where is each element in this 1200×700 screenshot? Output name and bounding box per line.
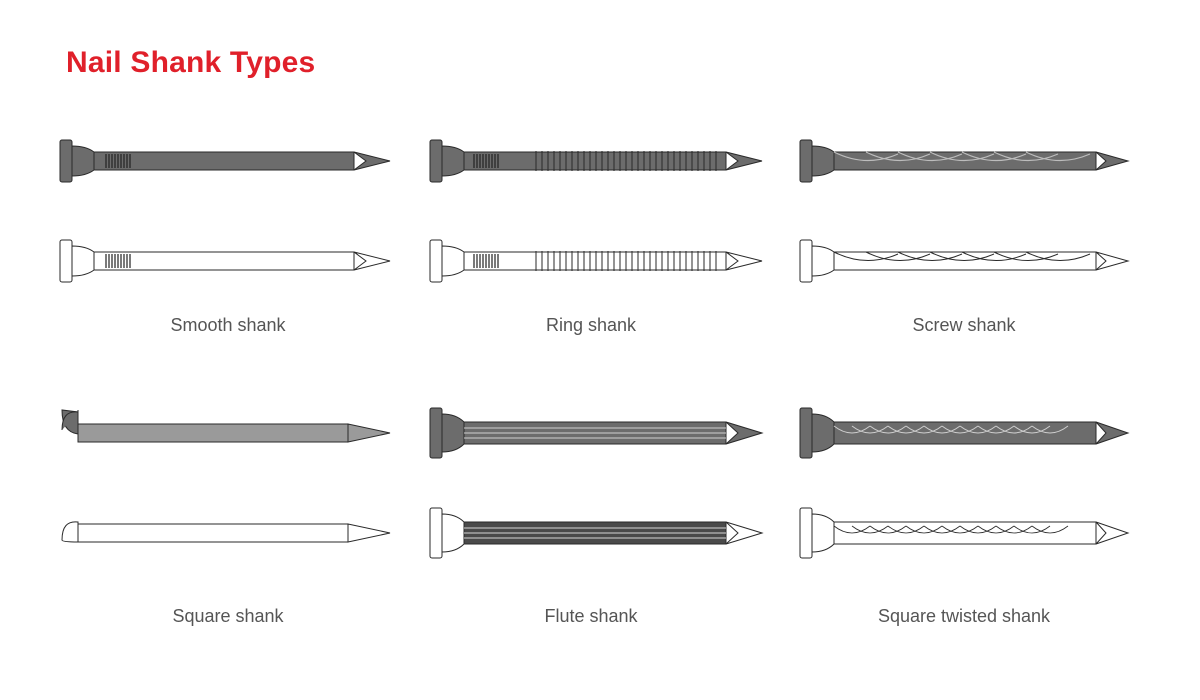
label-smooth-shank: Smooth shank — [170, 315, 286, 335]
label-square-twisted-shank: Square twisted shank — [877, 606, 1051, 626]
nail-ring-outline — [429, 239, 763, 283]
nail-smooth-outline — [59, 239, 391, 283]
nail-square-outline — [61, 521, 391, 543]
nail-square-twisted-shaded — [799, 407, 1130, 459]
label-square-shank: Square shank — [172, 606, 284, 626]
label-screw-shank: Screw shank — [912, 315, 1016, 335]
nail-square-shaded — [61, 409, 391, 443]
nail-smooth-shaded — [59, 139, 391, 183]
nail-square-twisted-outline — [799, 507, 1130, 559]
nail-flute-outline — [429, 507, 764, 559]
nail-flute-shaded — [429, 407, 764, 459]
page-title: Nail Shank Types — [66, 46, 316, 79]
nail-screw-shaded — [799, 139, 1130, 183]
label-ring-shank: Ring shank — [545, 315, 637, 335]
nail-ring-shaded — [429, 139, 763, 183]
label-flute-shank: Flute shank — [544, 606, 638, 626]
nail-screw-outline — [799, 239, 1130, 283]
